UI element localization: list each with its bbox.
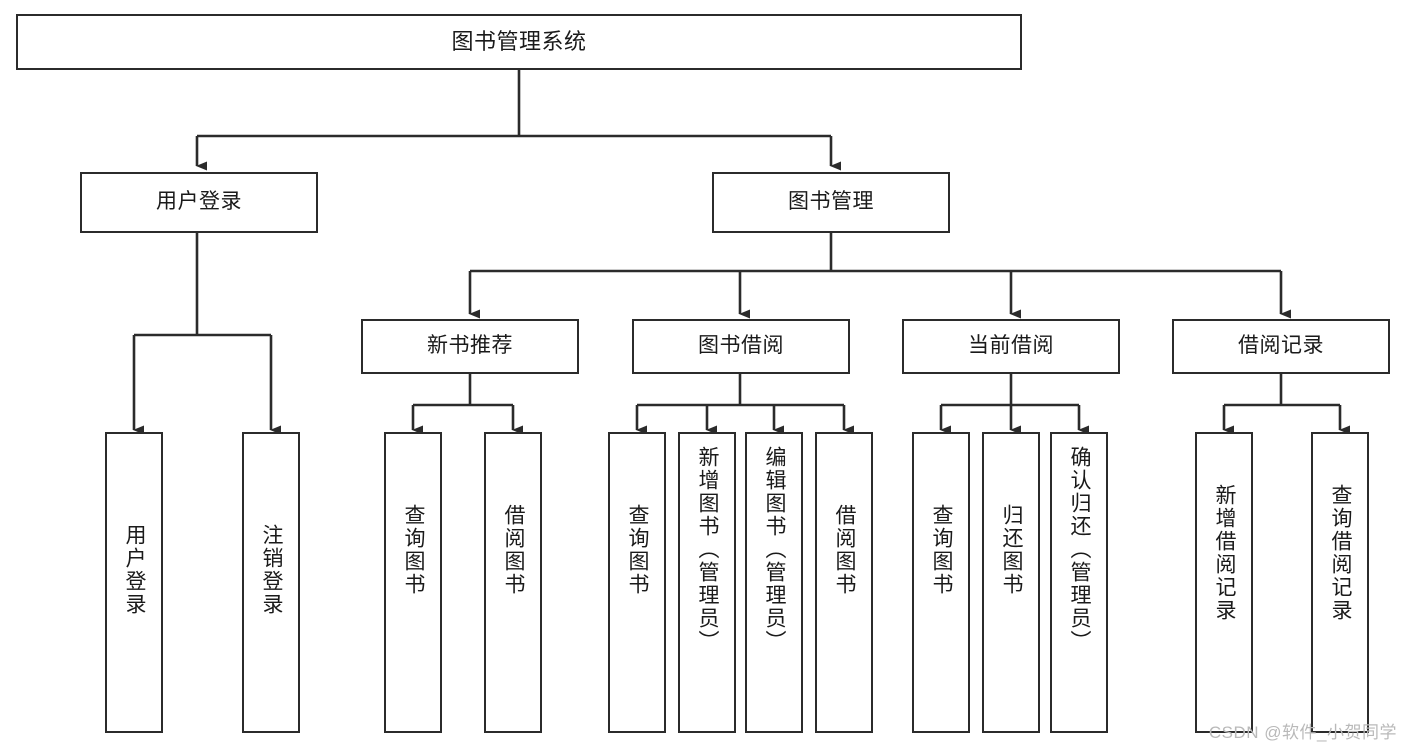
node-book-manage[interactable]: 图书管理: [712, 172, 950, 233]
node-leaf-query-book-1-label: 查询图书: [402, 504, 426, 596]
node-leaf-add-book-label: 新增图书（管理员）: [696, 446, 720, 653]
node-leaf-borrow-book-2-label: 借阅图书: [833, 504, 857, 596]
node-leaf-logout-label: 注销登录: [260, 524, 284, 616]
node-leaf-add-borrow-record[interactable]: 新增借阅记录: [1195, 432, 1253, 733]
node-user-login-label: 用户登录: [156, 190, 242, 214]
node-leaf-edit-book-label: 编辑图书（管理员）: [763, 446, 787, 653]
node-leaf-logout[interactable]: 注销登录: [242, 432, 300, 733]
node-book-manage-label: 图书管理: [788, 190, 874, 214]
node-leaf-query-book-2-label: 查询图书: [626, 504, 650, 596]
node-leaf-query-book-3-label: 查询图书: [930, 504, 954, 596]
node-root[interactable]: 图书管理系统: [16, 14, 1022, 70]
watermark-text: CSDN @软件_小贺同学: [1208, 723, 1397, 742]
node-book-borrow-label: 图书借阅: [698, 334, 784, 358]
node-current-borrow-label: 当前借阅: [968, 334, 1054, 358]
node-leaf-query-borrow-record-label: 查询借阅记录: [1329, 484, 1353, 622]
node-new-book-recommend-label: 新书推荐: [427, 334, 513, 358]
node-leaf-borrow-book-2[interactable]: 借阅图书: [815, 432, 873, 733]
node-leaf-add-borrow-record-label: 新增借阅记录: [1213, 484, 1237, 622]
node-user-login[interactable]: 用户登录: [80, 172, 318, 233]
node-leaf-confirm-return-label: 确认归还（管理员）: [1068, 446, 1092, 653]
node-leaf-user-login-label: 用户登录: [123, 524, 147, 616]
node-borrow-records[interactable]: 借阅记录: [1172, 319, 1390, 374]
node-leaf-query-borrow-record[interactable]: 查询借阅记录: [1311, 432, 1369, 733]
node-leaf-query-book-3[interactable]: 查询图书: [912, 432, 970, 733]
node-leaf-edit-book[interactable]: 编辑图书（管理员）: [745, 432, 803, 733]
node-leaf-user-login[interactable]: 用户登录: [105, 432, 163, 733]
node-leaf-add-book[interactable]: 新增图书（管理员）: [678, 432, 736, 733]
node-current-borrow[interactable]: 当前借阅: [902, 319, 1120, 374]
node-leaf-query-book-1[interactable]: 查询图书: [384, 432, 442, 733]
node-book-borrow[interactable]: 图书借阅: [632, 319, 850, 374]
node-leaf-confirm-return[interactable]: 确认归还（管理员）: [1050, 432, 1108, 733]
node-leaf-borrow-book-1[interactable]: 借阅图书: [484, 432, 542, 733]
node-leaf-return-book[interactable]: 归还图书: [982, 432, 1040, 733]
node-root-label: 图书管理系统: [451, 29, 587, 55]
node-leaf-query-book-2[interactable]: 查询图书: [608, 432, 666, 733]
node-leaf-return-book-label: 归还图书: [1000, 504, 1024, 596]
node-borrow-records-label: 借阅记录: [1238, 334, 1324, 358]
node-leaf-borrow-book-1-label: 借阅图书: [502, 504, 526, 596]
node-new-book-recommend[interactable]: 新书推荐: [361, 319, 579, 374]
